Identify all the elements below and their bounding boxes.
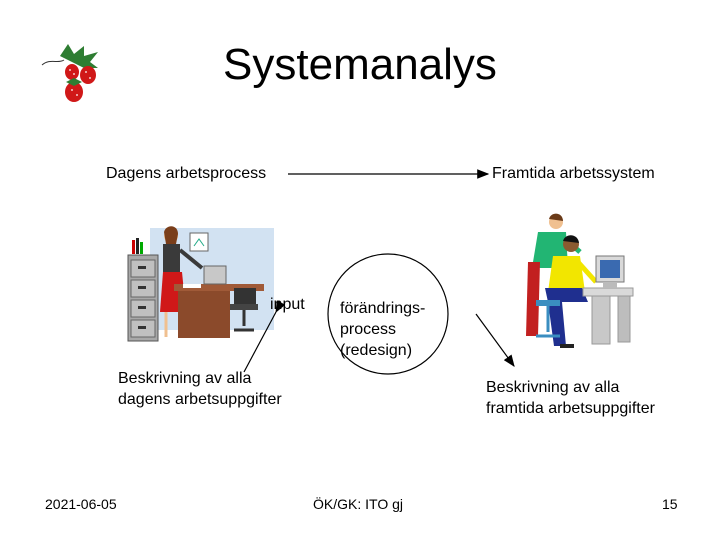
input-arrow [243,300,286,373]
page-number: 15 [662,496,678,512]
slide-title: Systemanalys [223,40,497,89]
change-process-line-1: förändrings- [340,300,426,317]
computer-workers-illustration [526,213,634,348]
office-worker-illustration [127,226,274,342]
change-process-label: förändrings- process (redesign) [340,298,425,361]
future-description-line-1: Beskrivning av alla [486,379,620,396]
future-description: Beskrivning av alla framtida arbetsuppgi… [486,377,655,419]
change-process-circle [327,253,449,375]
current-description: Beskrivning av alla dagens arbetsuppgift… [118,368,282,410]
current-description-line-2: dagens arbetsuppgifter [118,391,282,408]
footer-author: ÖK/GK: ITO gj [313,496,403,512]
input-label: input [270,296,305,313]
future-description-line-2: framtida arbetsuppgifter [486,400,655,417]
change-process-line-3: (redesign) [340,342,413,359]
output-arrow [475,313,515,367]
strawberry-logo-icon [41,44,98,102]
current-description-line-1: Beskrivning av alla [118,370,252,387]
change-process-line-2: process [340,321,397,338]
footer-date: 2021-06-05 [45,496,117,512]
future-system-label: Framtida arbetssystem [492,165,655,182]
current-process-label: Dagens arbetsprocess [106,165,267,182]
